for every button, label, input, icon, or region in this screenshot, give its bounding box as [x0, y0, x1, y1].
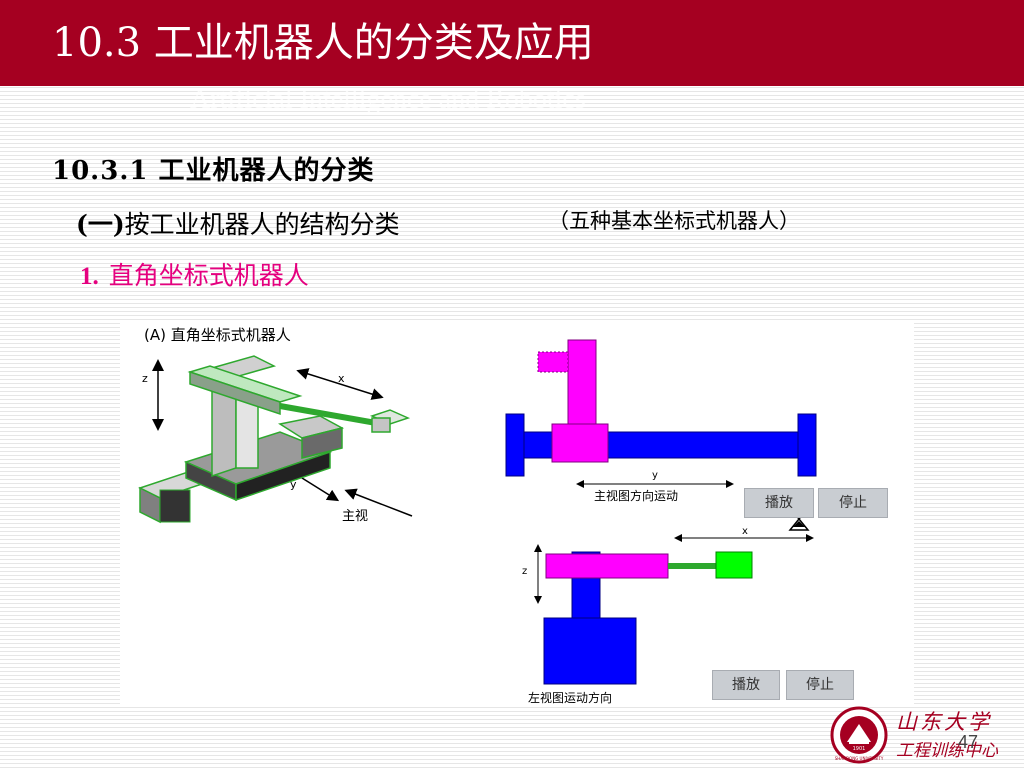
front-arm-end — [537, 351, 569, 373]
item-number: 1. — [80, 263, 99, 290]
front-view-label: 主视 — [342, 509, 368, 524]
play-button-front[interactable]: 播放 — [744, 488, 814, 518]
front-motion-caption: 主视图方向运动 — [594, 488, 678, 503]
front-left-end — [505, 413, 525, 477]
stop-button-side[interactable]: 停止 — [786, 670, 854, 700]
side-gripper — [715, 551, 753, 579]
left-motion-caption: 左视图运动方向 — [528, 690, 612, 705]
front-y-label: y — [652, 470, 658, 481]
side-z-label: z — [522, 566, 527, 577]
seal-text: SHANDONG UNIVERSITY — [835, 756, 884, 761]
side-x-label: x — [742, 526, 748, 537]
university-name: 山东大学 — [896, 710, 992, 734]
center-name: 工程训练中心 — [896, 741, 998, 761]
subsection-note: （五种基本坐标式机器人） — [548, 209, 800, 233]
robot-figure: (A) 直角坐标式机器人 z x y 主视 — [138, 326, 817, 705]
subsection-number: (一) — [76, 210, 125, 239]
front-carriage — [551, 423, 609, 463]
front-view-arrow — [344, 488, 413, 517]
university-logo: 1901 SHANDONG UNIVERSITY 山东大学 工程训练中心 — [830, 704, 1024, 768]
title-bar: 10.3 工业机器人的分类及应用 — [0, 0, 1024, 86]
z-axis-label: z — [142, 372, 148, 385]
stop-button-front[interactable]: 停止 — [818, 488, 888, 518]
subsection-heading: (一)按工业机器人的结构分类 — [76, 205, 400, 241]
x-axis-arrow — [296, 368, 384, 400]
section-title: 10.3.1 工业机器人的分类 — [52, 156, 375, 186]
play-button-side[interactable]: 播放 — [712, 670, 780, 700]
side-arm — [545, 553, 669, 579]
front-column — [567, 339, 597, 425]
university-seal-icon: 1901 SHANDONG UNIVERSITY — [830, 706, 888, 764]
page-number: 47 — [958, 732, 979, 752]
figure-panel: (A) 直角坐标式机器人 z x y 主视 — [120, 320, 914, 706]
item-label: 直角坐标式机器人 — [108, 261, 309, 290]
side-base — [543, 617, 637, 685]
figure-caption: (A) 直角坐标式机器人 — [144, 326, 291, 344]
seal-year: 1901 — [853, 746, 866, 752]
y-axis-label: y — [290, 478, 297, 491]
x-axis-label: x — [338, 372, 345, 385]
watermark-text: Artificial Intelligence and Robotics — [190, 84, 586, 115]
slide-title: 10.3 工业机器人的分类及应用 — [52, 20, 594, 66]
item-heading: 1. 直角坐标式机器人 — [80, 256, 309, 292]
front-right-end — [797, 413, 817, 477]
subsection-label: 按工业机器人的结构分类 — [124, 210, 400, 239]
